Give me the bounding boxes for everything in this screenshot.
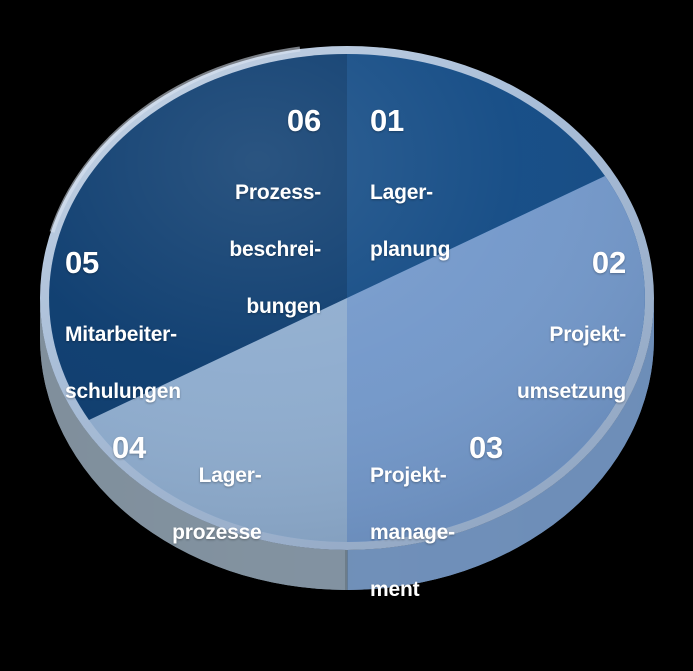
segment-title-02-line2: umsetzung — [516, 380, 626, 404]
segment-title-03-line1: Projekt- — [370, 464, 447, 488]
segment-title-03-line2: manage- — [370, 521, 455, 545]
pie-ring-highlight — [49, 46, 301, 233]
segment-title-01-line2: planung — [370, 238, 451, 262]
segment-title-05-line2: schulungen — [65, 380, 181, 404]
segment-title-04-line1: Lager- — [198, 464, 262, 488]
pie-chart-graphic — [40, 46, 654, 590]
segment-number-03: 03 — [468, 429, 504, 465]
pie-diagram-canvas: 01 Lager- planung 02 Projekt- umsetzung … — [40, 46, 654, 614]
segment-title-06-line2: beschrei- — [229, 238, 321, 262]
segment-number-06: 06 — [286, 102, 321, 138]
segment-title-03-line3: ment — [370, 578, 420, 602]
segment-label-02[interactable]: 02 Projekt- umsetzung — [517, 212, 626, 438]
segment-title-02-line1: Projekt- — [549, 323, 626, 347]
segment-label-06[interactable]: 06 Prozess- beschrei- bungen — [229, 70, 321, 354]
segment-title-06-line3: bungen — [246, 295, 321, 319]
segment-label-01[interactable]: 01 Lager- planung — [370, 70, 450, 296]
segment-title-01-line1: Lager- — [370, 181, 433, 205]
segment-number-02: 02 — [591, 244, 626, 280]
segment-title-05-line1: Mitarbeiter- — [65, 323, 177, 347]
segment-title-04-line2: prozesse — [172, 521, 262, 545]
segment-number-05: 05 — [65, 244, 100, 280]
pie-3d-side — [40, 298, 654, 590]
segment-label-05[interactable]: 05 Mitarbeiter- schulungen — [65, 212, 181, 438]
segment-number-01: 01 — [370, 102, 405, 138]
segment-label-04[interactable]: 04 Lager- prozesse — [112, 396, 262, 614]
segment-number-04: 04 — [112, 429, 147, 465]
segment-label-03[interactable]: Projekt- manage- ment 03 — [370, 396, 503, 671]
pie-top-surface — [49, 54, 645, 542]
segment-title-06-line1: Prozess- — [235, 181, 321, 205]
